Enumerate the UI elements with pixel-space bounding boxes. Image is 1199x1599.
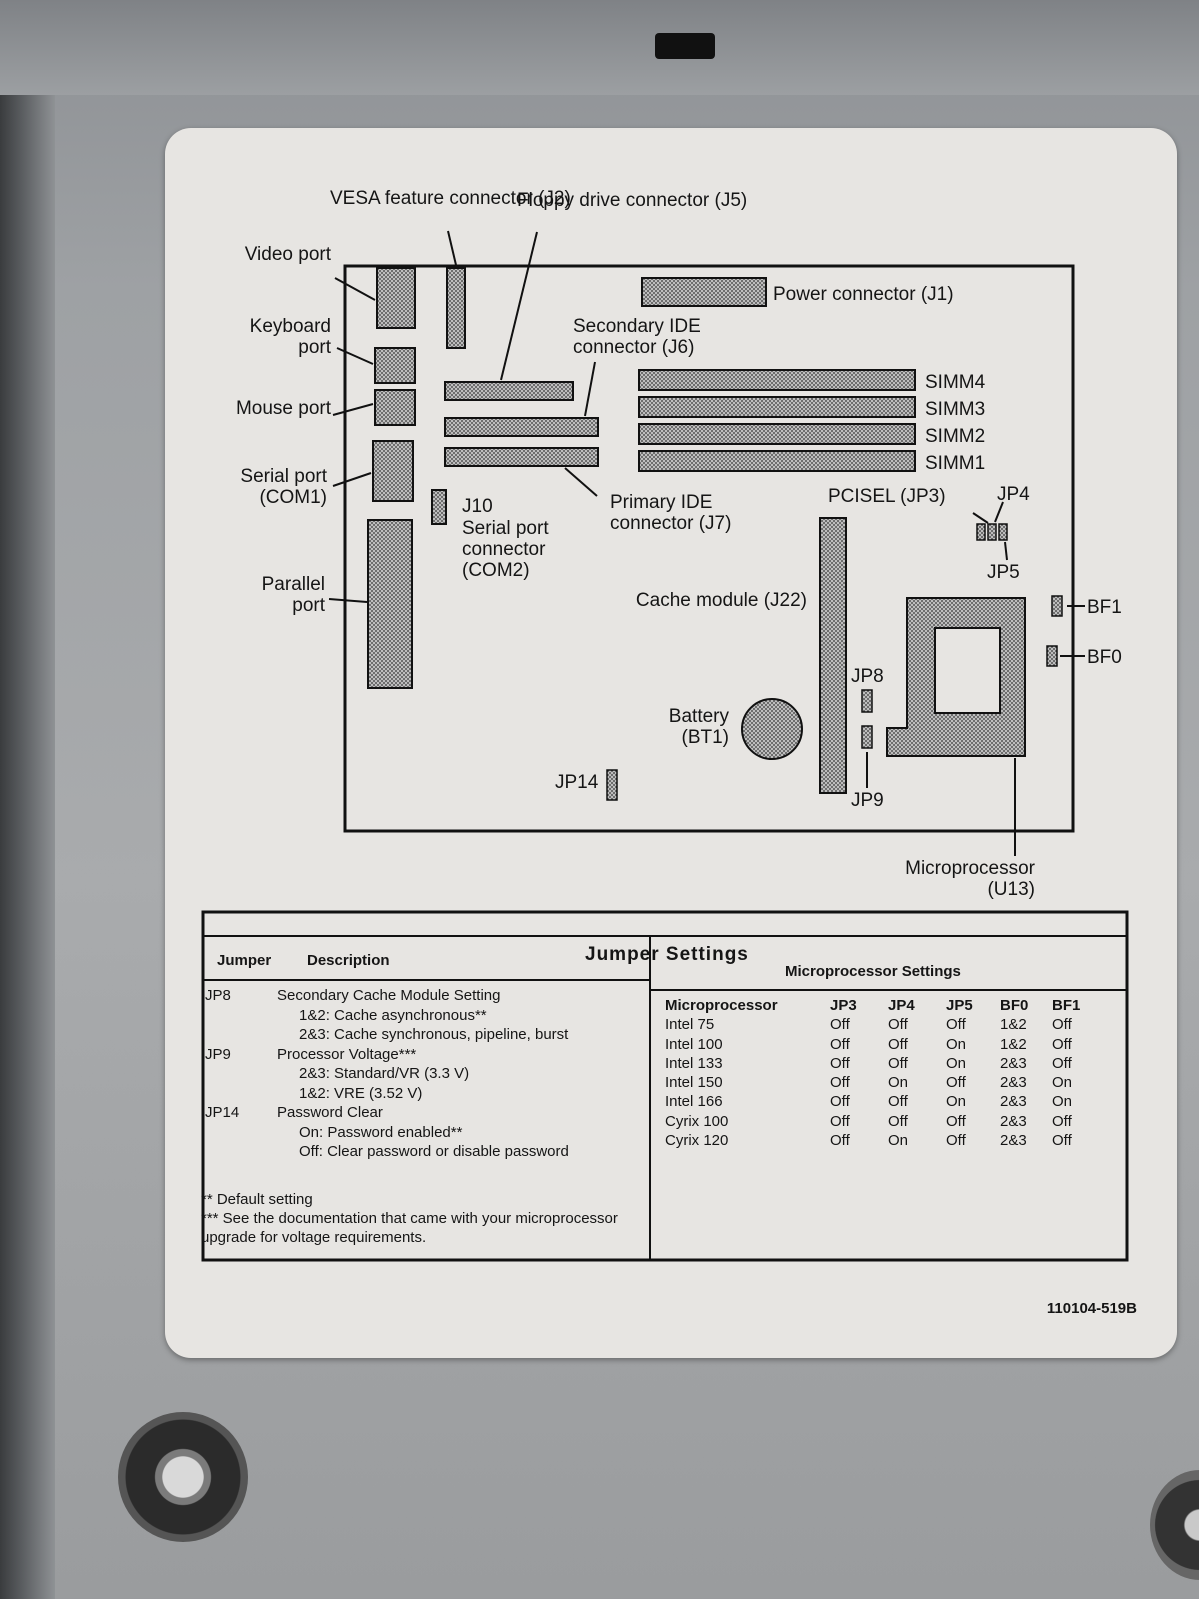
simm2-label: SIMM2	[925, 426, 986, 447]
jp5-jumper	[998, 523, 1008, 541]
vesa-connector	[446, 267, 466, 349]
screw-icon	[118, 1412, 248, 1542]
jp8-jumper	[861, 689, 873, 713]
j10-label: J10	[462, 496, 493, 517]
power-connector-label: Power connector (J1)	[773, 284, 954, 305]
cache-module-slot	[819, 517, 847, 794]
secondary-ide-connector	[444, 417, 599, 437]
cpu-label: Microprocessor (U13)	[905, 858, 1035, 900]
floppy-connector	[444, 381, 574, 401]
pcisel-label: PCISEL (JP3)	[828, 486, 946, 507]
table-frame	[201, 910, 1129, 1262]
microprocessor-table: Microprocessor JP3 JP4 JP5 BF0 BF1 Intel…	[665, 996, 1092, 1150]
jp4-label: JP4	[997, 484, 1030, 505]
simm2-slot	[638, 423, 916, 445]
power-connector	[641, 277, 767, 307]
keyboard-port	[374, 347, 416, 384]
parallel-port-label: Parallel port	[261, 574, 325, 616]
bf0-label: BF0	[1087, 647, 1122, 668]
jp14-label: JP14	[555, 772, 599, 793]
cpu-socket	[886, 597, 1026, 757]
jp8-label: JP8	[851, 666, 884, 687]
jp4-jumper	[987, 523, 997, 541]
simm1-slot	[638, 450, 916, 472]
serial-port	[372, 440, 414, 502]
jp5-label: JP5	[987, 562, 1020, 583]
table-row: 1&2: VRE (3.52 V)	[299, 1084, 423, 1102]
table-row: On: Password enabled**	[299, 1123, 463, 1141]
simm4-label: SIMM4	[925, 372, 986, 393]
bf1-label: BF1	[1087, 597, 1122, 618]
bf1-jumper	[1051, 595, 1063, 617]
jp3-jumper	[976, 523, 986, 541]
col-description: Description	[307, 952, 390, 969]
keyboard-port-label: Keyboard port	[249, 316, 331, 358]
battery	[741, 698, 803, 760]
simm3-slot	[638, 396, 916, 418]
chassis-left-edge	[0, 95, 55, 1599]
footnotes: ** Default setting *** See the documenta…	[201, 1190, 621, 1247]
video-port	[376, 267, 416, 329]
simm1-label: SIMM1	[925, 453, 986, 474]
secondary-ide-label: Secondary IDE connector (J6)	[573, 316, 701, 358]
vesa-label: VESA feature connector (J2)	[330, 188, 571, 209]
table-row: 1&2: Cache asynchronous**	[299, 1006, 487, 1024]
jp9-jumper	[861, 725, 873, 749]
leader-lines	[328, 230, 1085, 856]
chassis-slot	[655, 33, 715, 59]
chassis-top	[0, 0, 1199, 95]
serial2-label: Serial port connector (COM2)	[462, 518, 549, 581]
j10-connector	[431, 489, 447, 525]
bf0-jumper	[1046, 645, 1058, 667]
table-header-row: Microprocessor JP3 JP4 JP5 BF0 BF1	[665, 997, 1081, 1014]
cache-module-label: Cache module (J22)	[635, 590, 807, 611]
mouse-port-label: Mouse port	[235, 398, 331, 419]
simm4-slot	[638, 369, 916, 391]
video-port-label: Video port	[244, 244, 331, 265]
jp9-label: JP9	[851, 790, 884, 811]
floppy-label: Floppy drive connector (J5)	[517, 190, 748, 211]
col-jumper: Jumper	[217, 952, 272, 969]
table-row: 2&3: Cache synchronous, pipeline, burst	[299, 1026, 569, 1043]
table-row: Off: Clear password or disable password	[299, 1143, 569, 1160]
simm3-label: SIMM3	[925, 399, 986, 420]
parallel-port	[367, 519, 413, 689]
part-number: 110104-519B	[1046, 1300, 1137, 1317]
primary-ide-label: Primary IDE connector (J7)	[610, 492, 732, 534]
jumper-settings-label: VESA feature connector (J2) Floppy drive…	[165, 128, 1177, 1358]
board-outline	[343, 264, 1075, 833]
jp14-jumper	[606, 769, 618, 801]
serial-port-label: Serial port (COM1)	[240, 466, 327, 508]
footnote-voltage: *** See the documentation that came with…	[201, 1210, 618, 1246]
screw-icon	[1150, 1470, 1199, 1580]
col-mp-settings: Microprocessor Settings	[785, 963, 961, 980]
table-title: Jumper Settings	[585, 944, 749, 965]
battery-label: Battery (BT1)	[668, 706, 729, 748]
mouse-port	[374, 389, 416, 426]
table-row: 2&3: Standard/VR (3.3 V)	[299, 1065, 470, 1082]
motherboard-diagram	[201, 230, 1129, 1262]
primary-ide-connector	[444, 447, 599, 467]
footnote-default: ** Default setting	[201, 1191, 313, 1208]
